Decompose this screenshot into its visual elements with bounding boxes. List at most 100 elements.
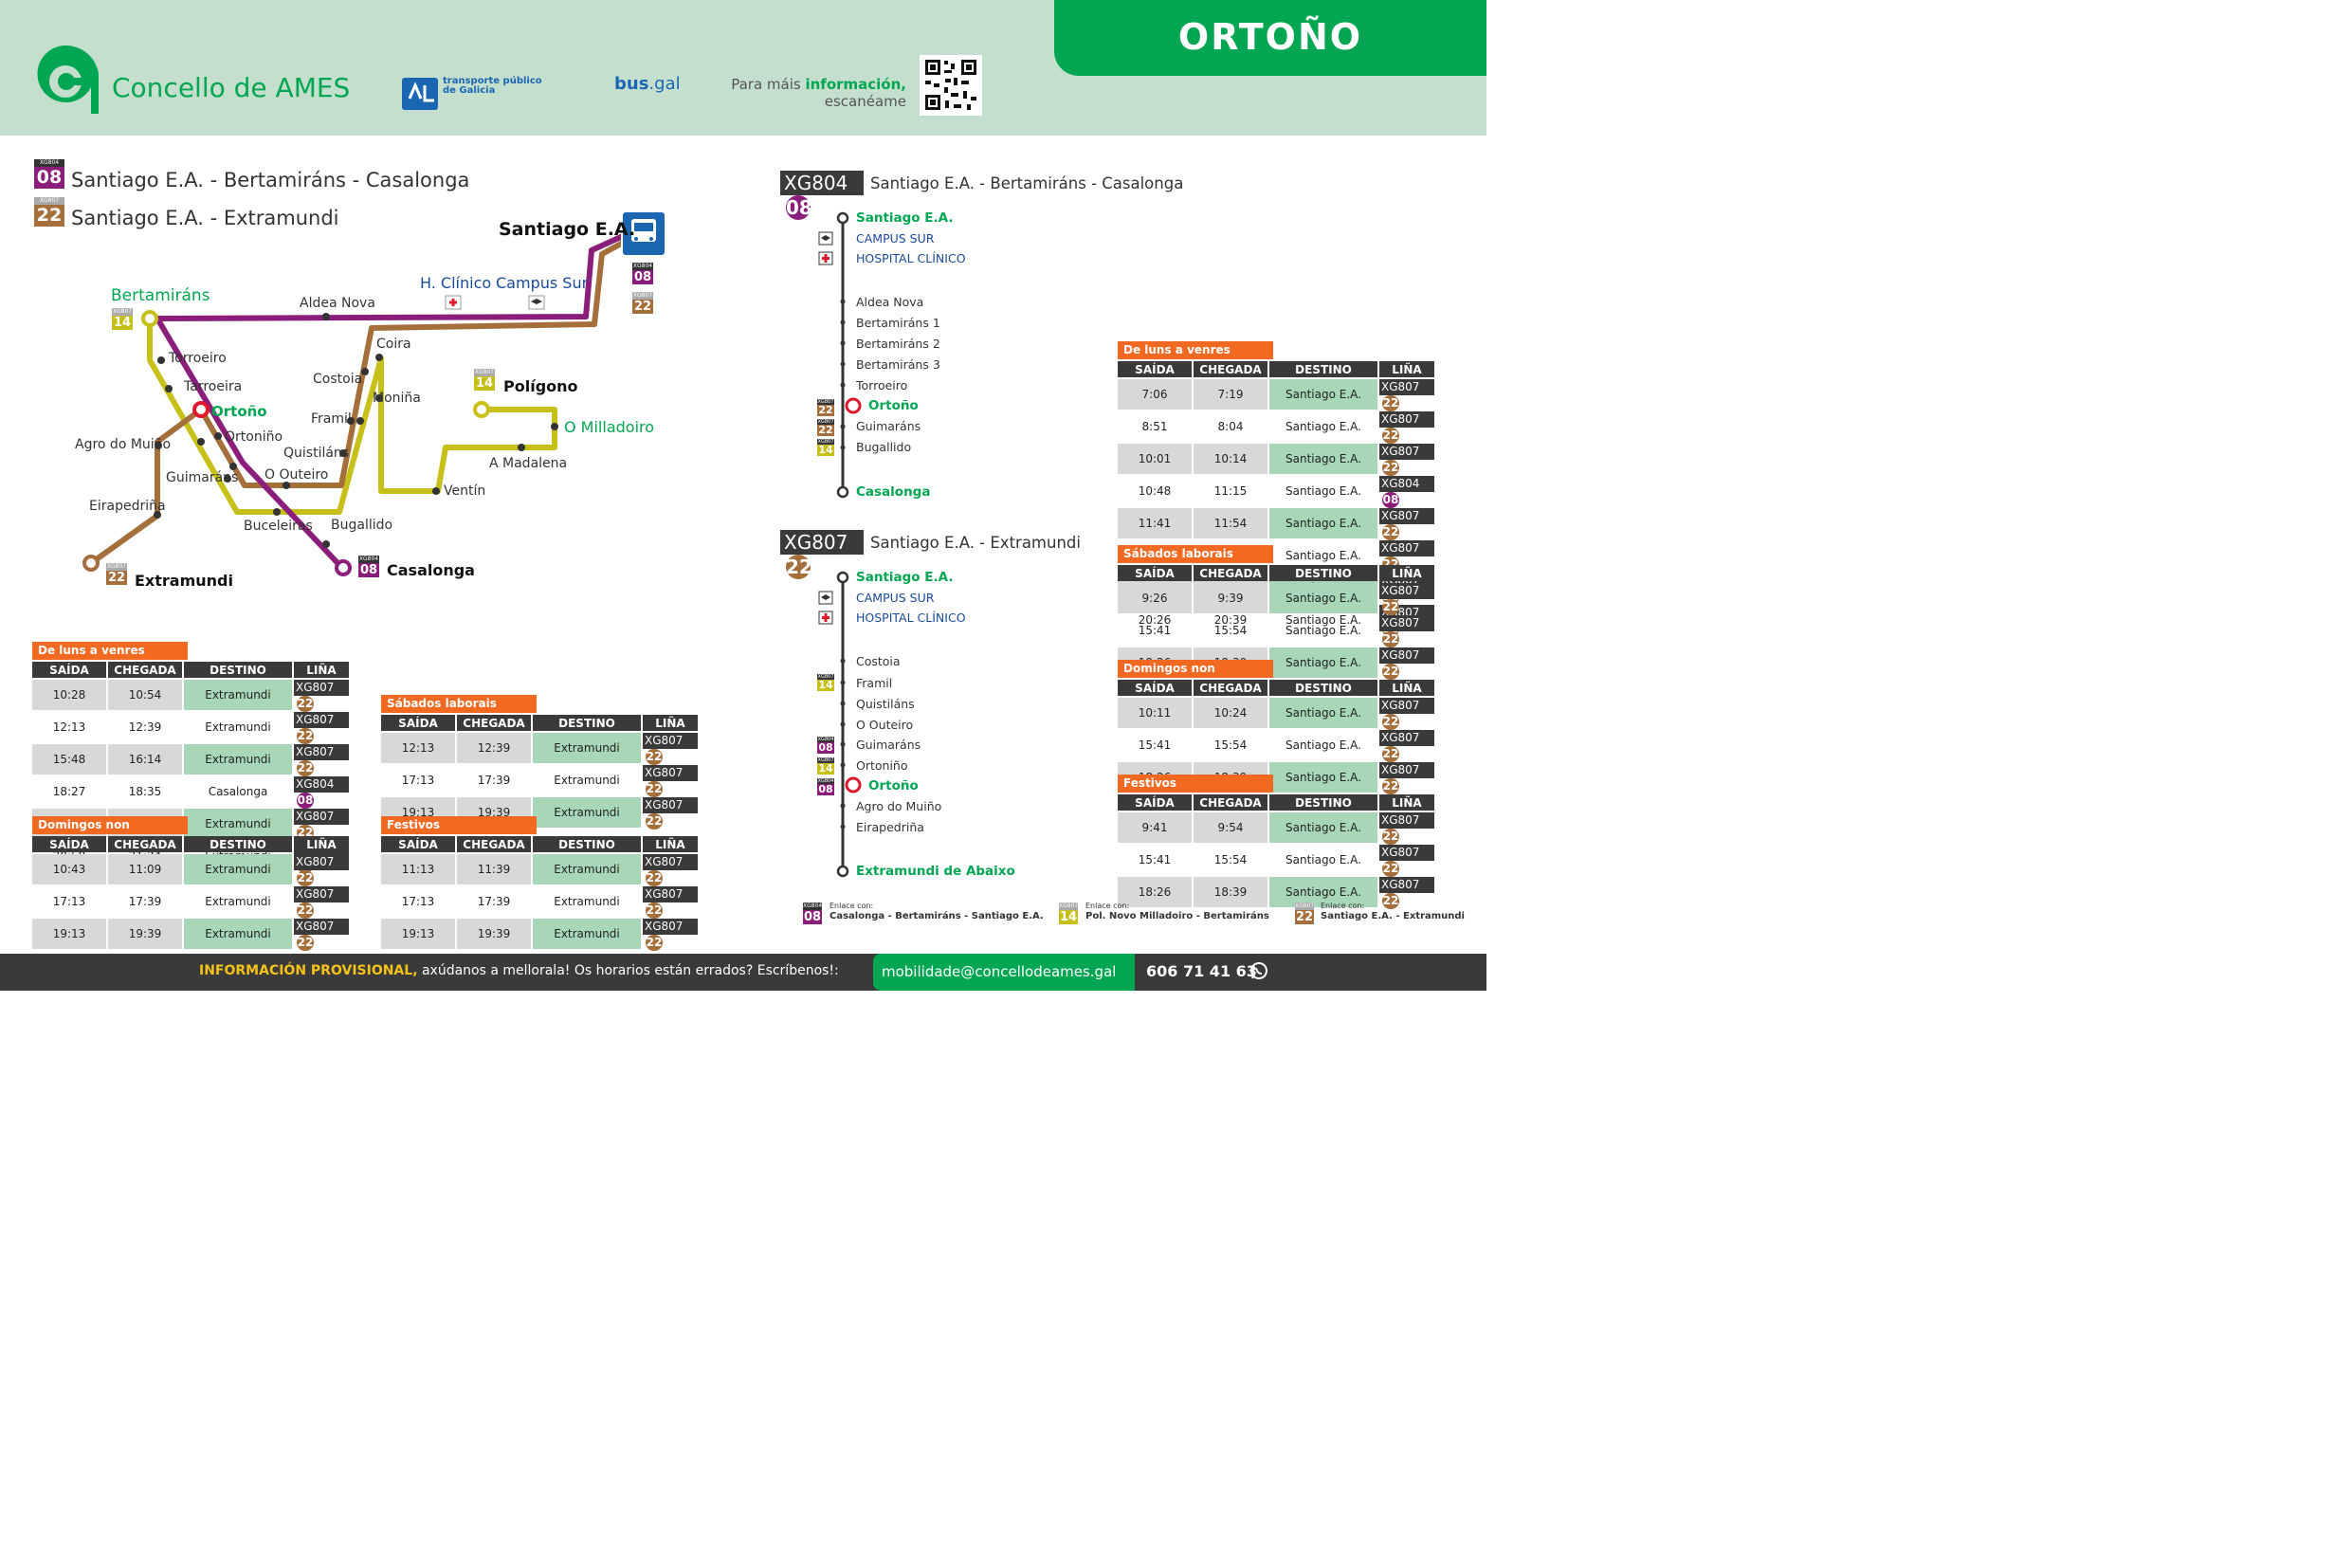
line-badge: XG80722 xyxy=(1379,508,1434,540)
line-badge: XG80722 xyxy=(1379,647,1434,680)
table-header: LIÑA xyxy=(1379,680,1434,696)
departure-time: 17:13 xyxy=(401,895,435,908)
arrival-time: 18:39 xyxy=(1194,877,1267,907)
departure-time: 18:27 xyxy=(52,785,86,798)
arrival-time: 17:39 xyxy=(128,895,162,908)
destination: Santiago E.A. xyxy=(1269,698,1377,728)
destination: Santiago E.A. xyxy=(1285,738,1361,752)
map-label-bertamirans: Bertamiráns xyxy=(111,286,210,305)
line-badge: XG80722 xyxy=(294,712,349,744)
departure-time: 7:06 xyxy=(1118,379,1192,410)
strip-stop: Agro do Muiño xyxy=(856,799,942,813)
table-header: LIÑA xyxy=(1379,794,1434,811)
strip-stop: Bugallido xyxy=(856,440,912,454)
map-label-quistilans: Quistiláns xyxy=(283,446,350,461)
destination: Santiago E.A. xyxy=(1285,624,1361,637)
enlace-08-text: Casalonga - Bertamiráns - Santiago E.A. xyxy=(830,911,1044,921)
departure-time: 10:11 xyxy=(1118,698,1192,728)
footer-email[interactable]: mobilidade@concellodeames.gal xyxy=(873,954,1135,991)
departure-time: 20:26 xyxy=(1138,613,1172,627)
map-label-ventin: Ventín xyxy=(444,483,486,499)
map-label-campus-sur: Campus Sur xyxy=(496,274,589,292)
line-badge: XG80722 xyxy=(1379,812,1434,845)
arrival-time: 10:24 xyxy=(1194,698,1267,728)
departure-time: 19:13 xyxy=(381,919,455,949)
whatsapp-icon[interactable] xyxy=(1249,961,1268,980)
departure-time: 12:13 xyxy=(52,720,86,734)
strip-stop: Aldea Nova xyxy=(856,295,924,309)
line-badge: XG80722 xyxy=(1379,730,1434,762)
table-section-title: De luns a venres laborais xyxy=(32,642,188,675)
map-label-o-outeiro: O Outeiro xyxy=(264,467,329,483)
footer-phone[interactable]: 606 71 41 63 xyxy=(1146,962,1257,980)
busgal-logo[interactable]: bus.gal xyxy=(614,74,681,94)
line-badge: XG80722 xyxy=(1379,762,1434,794)
strip-stop: Costoia xyxy=(856,654,901,668)
table-header: CHEGADA xyxy=(1194,794,1267,811)
departure-time: 15:41 xyxy=(1138,738,1172,752)
table-header: CHEGADA xyxy=(108,662,182,678)
map-label-aldea-nova: Aldea Nova xyxy=(300,296,375,311)
table-section-title: De luns a venres laborais xyxy=(1118,341,1273,374)
departure-time: 11:13 xyxy=(381,854,455,884)
map-label-framil: Framil xyxy=(311,411,352,427)
table-header: SAÍDA xyxy=(381,715,455,731)
table-header: CHEGADA xyxy=(1194,680,1267,696)
strip-stop: Torroeiro xyxy=(856,378,908,392)
line-badge: XG80722 xyxy=(643,854,698,886)
hospital-icon xyxy=(818,251,833,265)
strip-stop: Santiago E.A. xyxy=(856,210,954,226)
arrival-time: 12:39 xyxy=(457,733,531,763)
line-badge: XG80722 xyxy=(294,919,349,951)
map-label-extramundi: Extramundi xyxy=(135,572,233,590)
strip-stop: O Outeiro xyxy=(856,718,914,732)
arrival-time: 20:39 xyxy=(1213,613,1248,627)
poligono-terminal xyxy=(473,401,490,418)
footer-bar: INFORMACIÓN PROVISIONAL, axúdanos a mell… xyxy=(0,954,1486,991)
line-badge: XG80408 xyxy=(294,776,349,809)
destination: Santiago E.A. xyxy=(1269,444,1377,474)
strip-stop: Framil xyxy=(856,676,893,690)
destination: Extramundi xyxy=(533,797,641,828)
strip-stop: Guimaráns xyxy=(856,419,921,433)
departure-time: 9:41 xyxy=(1118,812,1192,843)
campus-icon xyxy=(818,591,833,605)
departure-time: 10:01 xyxy=(1118,444,1192,474)
arrival-time: 17:39 xyxy=(477,774,511,787)
arrival-time: 19:39 xyxy=(457,919,531,949)
destination: Extramundi xyxy=(554,774,620,787)
destination: Santiago E.A. xyxy=(1285,484,1361,498)
ortono-stop-marker xyxy=(192,401,210,418)
destination: Extramundi xyxy=(184,744,292,775)
map-label-ortonino: Ortoniño xyxy=(225,429,283,445)
arrival-time: 10:54 xyxy=(108,680,182,710)
bertamirans-terminal xyxy=(141,310,158,327)
qr-code-icon[interactable] xyxy=(920,55,982,116)
destination: Santiago E.A. xyxy=(1269,647,1377,678)
arrival-time: 9:54 xyxy=(1194,812,1267,843)
strip-stop: Guimaráns xyxy=(856,738,921,752)
destination: Extramundi xyxy=(184,919,292,949)
departure-time: 18:26 xyxy=(1118,877,1192,907)
